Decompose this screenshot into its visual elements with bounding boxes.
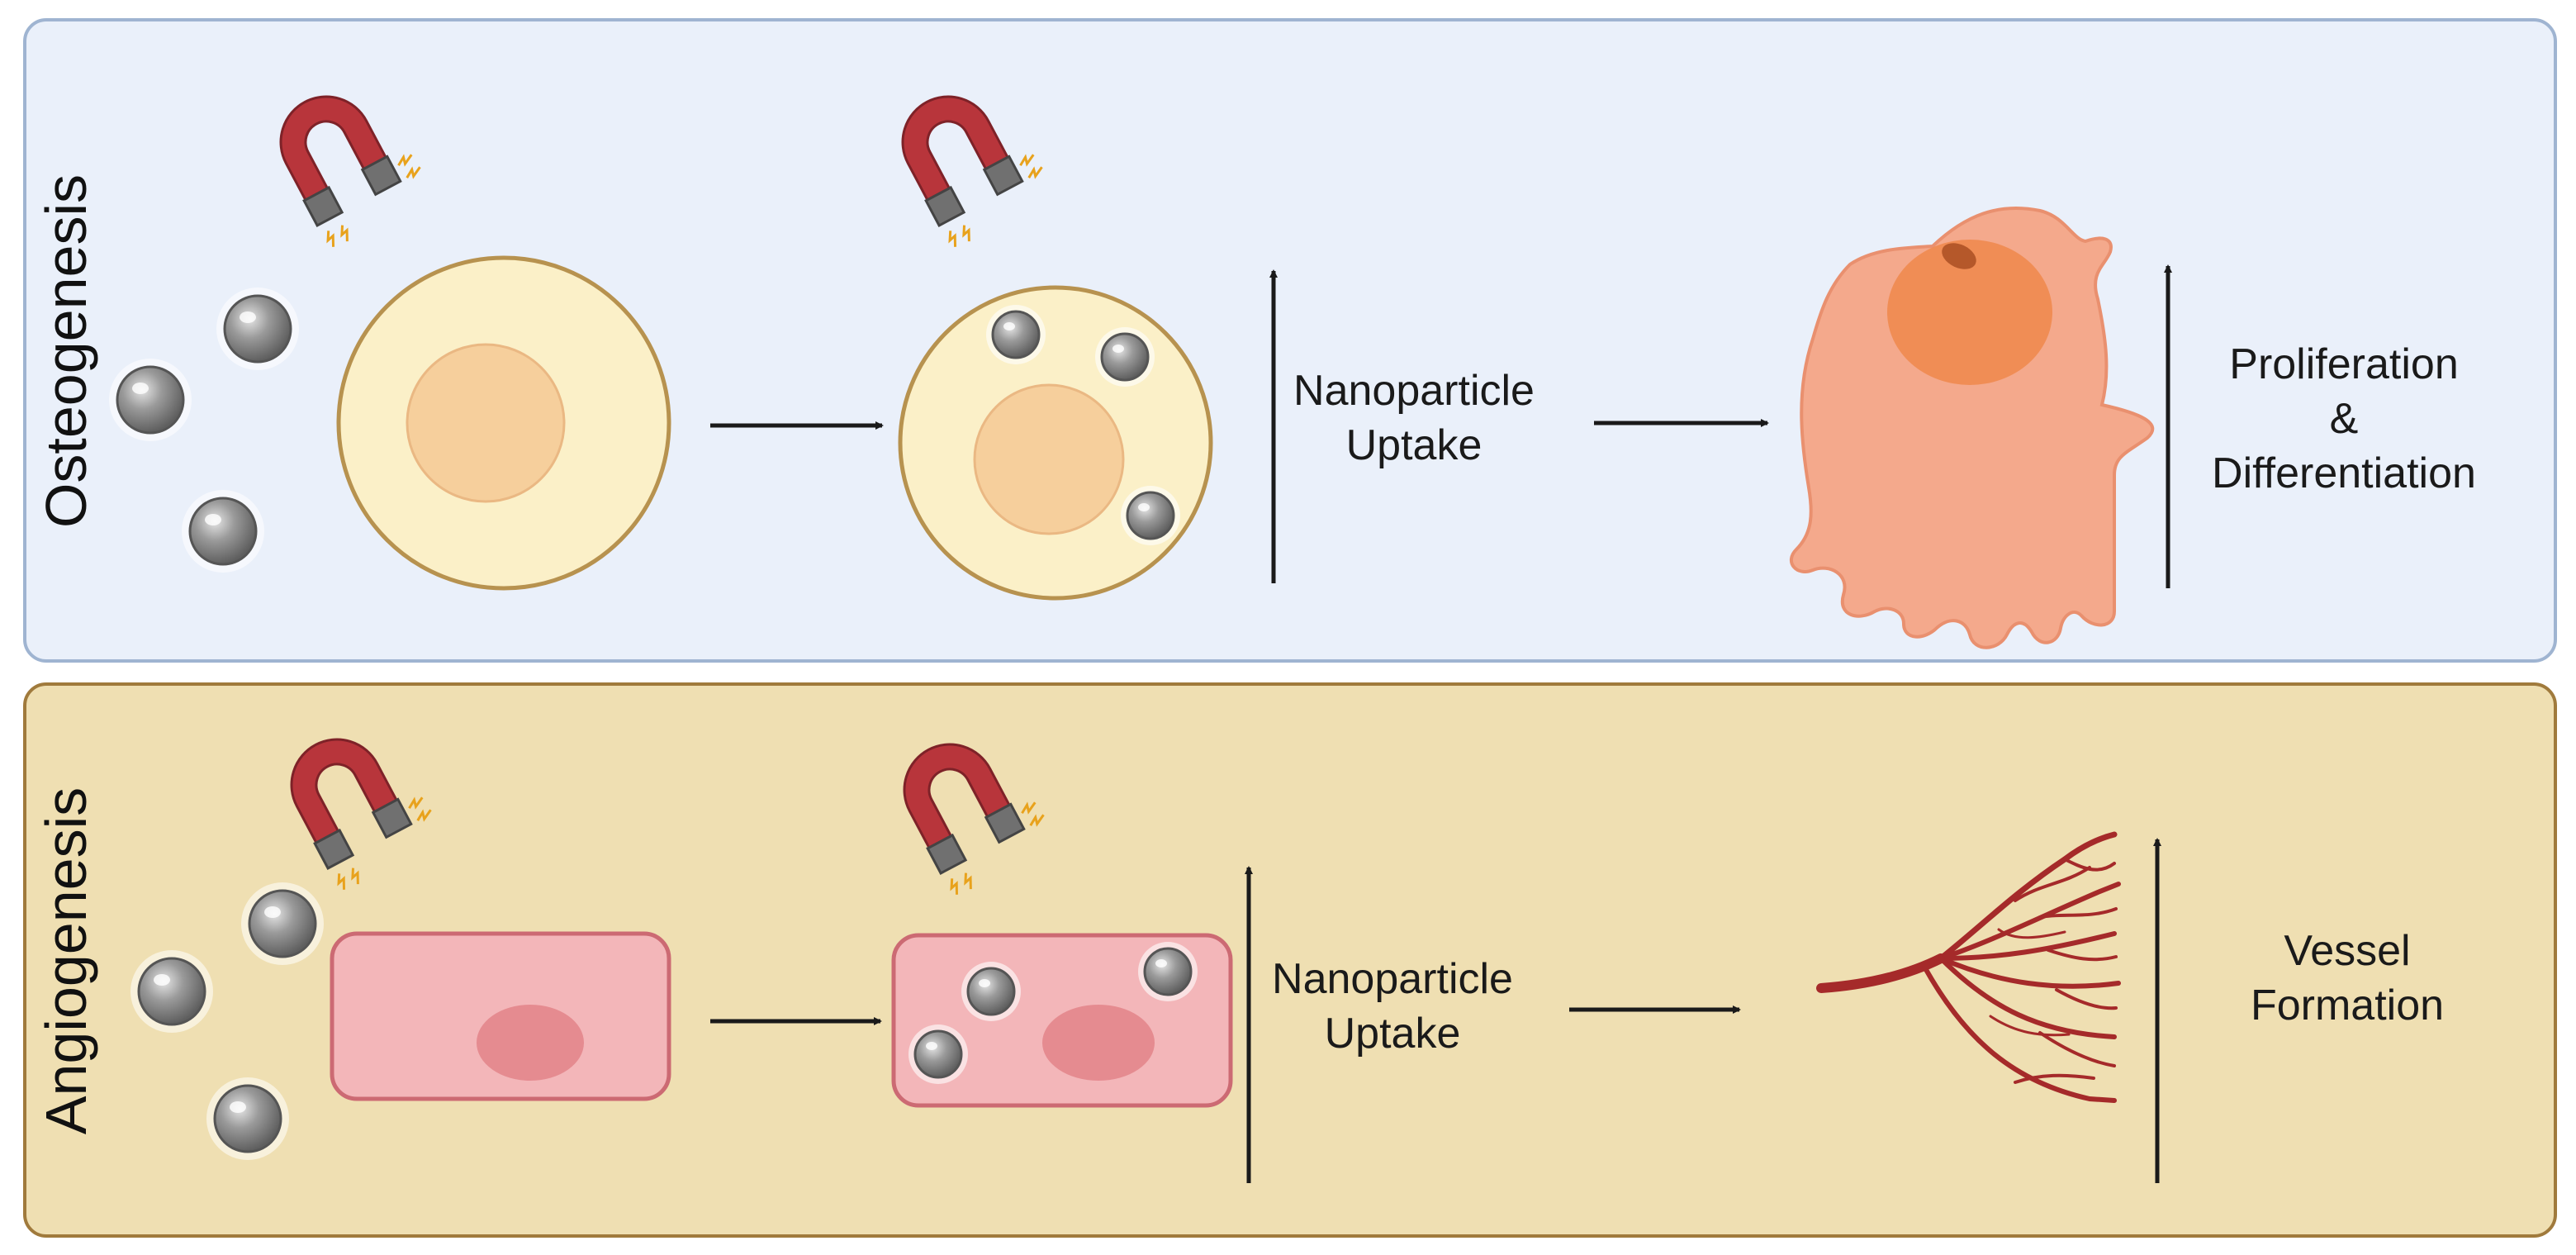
angio-outcome-line2: Formation bbox=[2250, 982, 2445, 1029]
magnet-icon bbox=[884, 67, 1058, 252]
stem-cell-icon bbox=[336, 255, 671, 591]
endothelial-cell-icon bbox=[330, 931, 671, 1101]
nanoparticle-icon bbox=[1136, 940, 1199, 1003]
nanoparticle-icon bbox=[129, 948, 215, 1034]
nanoparticle-icon bbox=[907, 1023, 970, 1086]
angio-uptake-label: Nanoparticle Uptake bbox=[1272, 952, 1513, 1061]
nanoparticle-icon bbox=[984, 303, 1047, 366]
osteo-uptake-line1: Nanoparticle bbox=[1293, 367, 1535, 415]
magnet-icon bbox=[885, 715, 1060, 900]
stem-cell-icon bbox=[898, 285, 1213, 601]
osteo-outcome-label: Proliferation & Differentiation bbox=[2212, 337, 2476, 501]
nanoparticle-icon bbox=[1093, 326, 1156, 388]
angio-uptake-line2: Uptake bbox=[1324, 1010, 1461, 1058]
blood-vessel-icon bbox=[1816, 831, 2121, 1103]
angio-outcome-line1: Vessel bbox=[2284, 927, 2411, 975]
nanoparticle-icon bbox=[205, 1076, 291, 1162]
nanoparticle-icon bbox=[180, 488, 266, 574]
osteo-uptake-line2: Uptake bbox=[1345, 421, 1483, 469]
angio-outcome-label: Vessel Formation bbox=[2251, 924, 2444, 1033]
magnet-icon bbox=[262, 67, 436, 252]
osteo-uptake-label: Nanoparticle Uptake bbox=[1293, 364, 1535, 473]
osteo-outcome-line3: Differentiation bbox=[2212, 449, 2476, 497]
angio-uptake-line1: Nanoparticle bbox=[1272, 955, 1513, 1003]
nanoparticle-icon bbox=[240, 881, 325, 967]
magnet-icon bbox=[273, 710, 447, 895]
osteogenesis-title: Osteogenesis bbox=[34, 174, 98, 529]
osteo-outcome-line1: Proliferation bbox=[2229, 340, 2459, 388]
nanoparticle-icon bbox=[107, 357, 193, 443]
osteo-outcome-line2: & bbox=[2329, 395, 2359, 443]
angiogenesis-title: Angiogenesis bbox=[34, 787, 98, 1135]
nanoparticle-icon bbox=[960, 960, 1022, 1023]
osteoblast-icon bbox=[1790, 207, 2155, 649]
nanoparticle-icon bbox=[1119, 484, 1182, 547]
nanoparticle-icon bbox=[215, 286, 301, 372]
